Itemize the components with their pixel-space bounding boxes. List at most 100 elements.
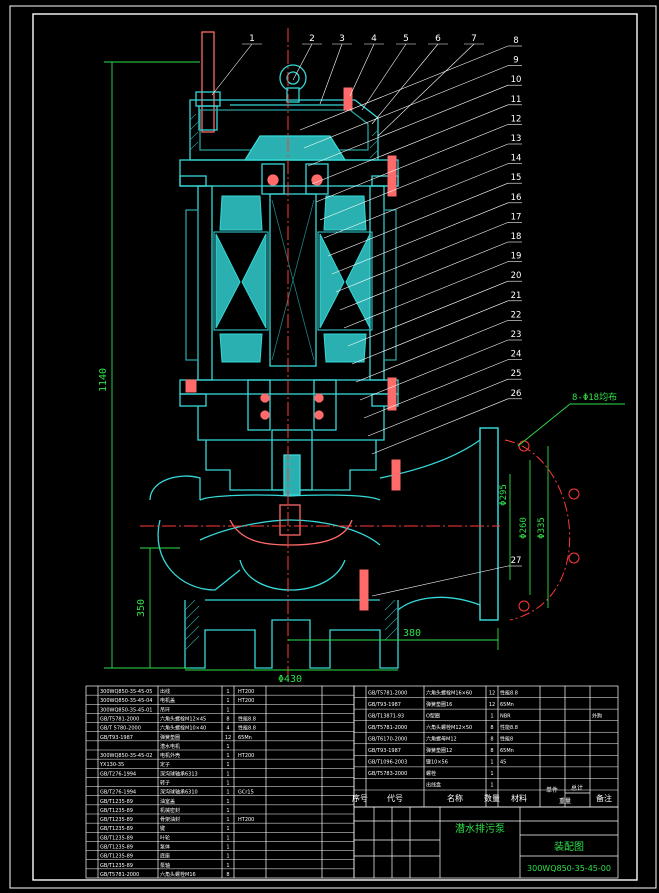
dim-height-lower: 350 bbox=[136, 599, 147, 617]
svg-text:六角头螺栓M10×40: 六角头螺栓M10×40 bbox=[160, 725, 206, 732]
part-number-side: 11 bbox=[511, 95, 522, 105]
svg-text:GB/T1235-89: GB/T1235-89 bbox=[100, 845, 133, 851]
svg-text:弹簧垫圈: 弹簧垫圈 bbox=[160, 734, 180, 741]
svg-text:300WQ850-35-45-02: 300WQ850-35-45-02 bbox=[100, 753, 152, 759]
svg-text:1: 1 bbox=[226, 744, 229, 750]
svg-text:GCr15: GCr15 bbox=[238, 790, 254, 796]
svg-text:12: 12 bbox=[489, 702, 495, 708]
svg-text:六角头螺栓M16×60: 六角头螺栓M16×60 bbox=[426, 689, 472, 696]
part-number-side: 23 bbox=[511, 330, 522, 340]
svg-text:1: 1 bbox=[490, 783, 493, 789]
part-number-side: 24 bbox=[511, 350, 522, 360]
svg-text:65Mn: 65Mn bbox=[238, 735, 252, 741]
svg-text:65Mn: 65Mn bbox=[500, 702, 514, 708]
svg-text:1: 1 bbox=[226, 826, 229, 832]
svg-text:HT200: HT200 bbox=[238, 689, 254, 695]
svg-text:GB/T276-1994: GB/T276-1994 bbox=[100, 790, 136, 796]
part-number-27: 27 bbox=[511, 556, 522, 566]
svg-text:1: 1 bbox=[226, 817, 229, 823]
hdr-material: 材料 bbox=[511, 793, 527, 803]
svg-text:出线盒: 出线盒 bbox=[426, 782, 441, 789]
svg-text:GB/T5781-2000: GB/T5781-2000 bbox=[368, 725, 407, 731]
part-number-side: 26 bbox=[511, 389, 522, 399]
svg-text:螺栓: 螺栓 bbox=[426, 770, 436, 777]
svg-text:GB/T1235-89: GB/T1235-89 bbox=[100, 835, 133, 841]
title-type: 装配图 bbox=[554, 840, 584, 853]
bom-left-row: GB/T276-1994 深沟球轴承6310 1 GCr15 bbox=[100, 789, 254, 796]
hdr-name: 名称 bbox=[447, 793, 463, 803]
dim-height-total: 1140 bbox=[98, 368, 109, 392]
svg-text:12: 12 bbox=[489, 690, 495, 696]
svg-text:1: 1 bbox=[226, 689, 229, 695]
title-name: 潜水排污泵 bbox=[455, 822, 505, 835]
dimension-lines bbox=[104, 61, 625, 671]
part-number-side: 19 bbox=[511, 252, 522, 262]
bom-left-row: 潜水电机 1 bbox=[160, 743, 230, 750]
svg-text:出线: 出线 bbox=[160, 688, 170, 695]
hdr-code: 代号 bbox=[387, 793, 403, 803]
svg-text:潜水电机: 潜水电机 bbox=[160, 743, 180, 750]
hdr-seq: 序号 bbox=[352, 793, 368, 803]
part-number-side: 17 bbox=[511, 212, 522, 222]
svg-text:性能8.8: 性能8.8 bbox=[500, 724, 518, 731]
svg-text:GB/T1096-2003: GB/T1096-2003 bbox=[368, 760, 407, 766]
svg-text:HT200: HT200 bbox=[238, 817, 254, 823]
svg-text:300WQ850-35-45-05: 300WQ850-35-45-05 bbox=[100, 689, 152, 695]
hdr-qty: 数量 bbox=[484, 793, 500, 803]
svg-text:300WQ850-35-45-01: 300WQ850-35-45-01 bbox=[100, 707, 152, 713]
pump-section bbox=[149, 31, 499, 669]
part-number-top: 7 bbox=[471, 34, 477, 44]
svg-text:1: 1 bbox=[226, 790, 229, 796]
svg-text:1: 1 bbox=[226, 799, 229, 805]
part-number-top: 1 bbox=[249, 34, 255, 44]
svg-text:4: 4 bbox=[226, 726, 229, 732]
svg-text:GB/T5781-2000: GB/T5781-2000 bbox=[100, 717, 139, 723]
dim-flange-d2: Φ260 bbox=[519, 517, 529, 539]
svg-text:电机外壳: 电机外壳 bbox=[160, 752, 180, 759]
part-number-side: 20 bbox=[511, 271, 522, 281]
svg-text:GB/T6170-2000: GB/T6170-2000 bbox=[368, 737, 407, 743]
part-number-top: 5 bbox=[403, 34, 409, 44]
svg-text:1: 1 bbox=[226, 781, 229, 787]
svg-text:1: 1 bbox=[490, 713, 493, 719]
svg-text:8: 8 bbox=[490, 725, 493, 731]
dim-base-width: Φ430 bbox=[278, 674, 302, 685]
svg-text:电机盖: 电机盖 bbox=[160, 697, 175, 704]
svg-text:12: 12 bbox=[225, 735, 231, 741]
svg-text:65Mn: 65Mn bbox=[500, 748, 514, 754]
svg-text:深沟球轴承6310: 深沟球轴承6310 bbox=[160, 789, 198, 796]
part-number-side: 15 bbox=[511, 173, 522, 183]
svg-text:深沟球轴承6313: 深沟球轴承6313 bbox=[160, 770, 198, 777]
svg-text:油室盖: 油室盖 bbox=[160, 798, 175, 805]
bom-left-row: 300WQ850-35-45-05 出线 1 HT200 bbox=[100, 688, 254, 695]
leader-lines bbox=[211, 43, 522, 597]
svg-text:骨架油封: 骨架油封 bbox=[160, 816, 180, 823]
hdr-remark: 备注 bbox=[596, 793, 612, 803]
svg-text:45: 45 bbox=[500, 760, 506, 766]
svg-text:泵轴: 泵轴 bbox=[160, 862, 170, 869]
svg-text:GB/T93-1987: GB/T93-1987 bbox=[368, 702, 401, 708]
part-number-side: 18 bbox=[511, 232, 522, 242]
svg-text:GB/T1235-89: GB/T1235-89 bbox=[100, 826, 133, 832]
svg-text:8: 8 bbox=[490, 737, 493, 743]
outer-border bbox=[9, 5, 657, 889]
drawing-number: 300WQ850-35-45-00 bbox=[527, 864, 611, 873]
svg-text:六角螺母M12: 六角螺母M12 bbox=[426, 736, 457, 743]
dim-bolt-holes: 8-Φ18均布 bbox=[572, 391, 617, 403]
part-number-top: 6 bbox=[435, 34, 441, 44]
